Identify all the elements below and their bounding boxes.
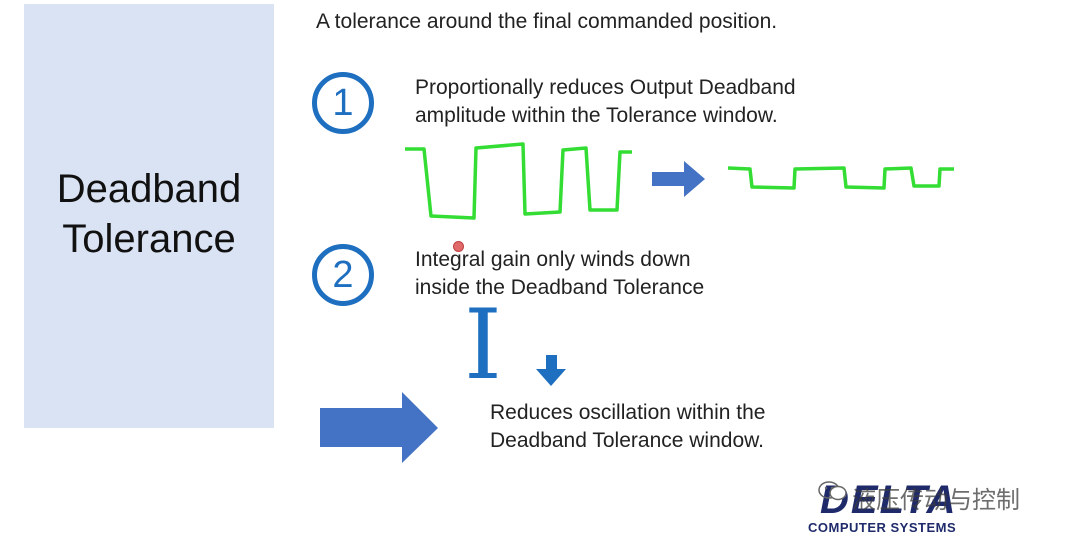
- side-panel: Deadband Tolerance: [24, 4, 274, 428]
- large-oscillation-wave: [405, 142, 632, 220]
- point-1-line1: Proportionally reduces Output Deadband: [415, 76, 796, 99]
- result-line2: Deadband Tolerance window.: [490, 429, 764, 452]
- slide-subtitle: A tolerance around the final commanded p…: [316, 10, 778, 33]
- watermark-text: 液压传动与控制: [852, 487, 1020, 514]
- wechat-icon: [818, 481, 847, 501]
- result-arrow: [320, 392, 438, 463]
- point-1-line2: amplitude within the Tolerance window.: [415, 104, 778, 127]
- result-line1: Reduces oscillation within the: [490, 401, 766, 424]
- slide-title: Deadband Tolerance: [24, 164, 274, 264]
- delta-logo-subtitle: COMPUTER SYSTEMS: [808, 520, 957, 535]
- point-1-badge: 1: [312, 72, 374, 134]
- pointer-dot: [453, 241, 464, 252]
- point-1-text: Proportionally reduces Output Deadband a…: [415, 74, 796, 130]
- integral-symbol: I: [464, 289, 502, 401]
- small-oscillation-wave: [727, 166, 954, 190]
- point-2-badge: 2: [312, 244, 374, 306]
- result-text: Reduces oscillation within the Deadband …: [490, 399, 765, 455]
- slide-title-line2: Tolerance: [62, 217, 236, 261]
- point-2-line1: Integral gain only winds down: [415, 248, 691, 271]
- slide-title-line1: Deadband: [56, 167, 242, 211]
- down-arrow: [536, 355, 566, 386]
- point-2-text: Integral gain only winds down inside the…: [415, 246, 704, 302]
- point-2-line2: inside the Deadband Tolerance: [415, 276, 705, 299]
- delta-logo: DELTA: [820, 478, 958, 522]
- transform-arrow: [652, 161, 705, 197]
